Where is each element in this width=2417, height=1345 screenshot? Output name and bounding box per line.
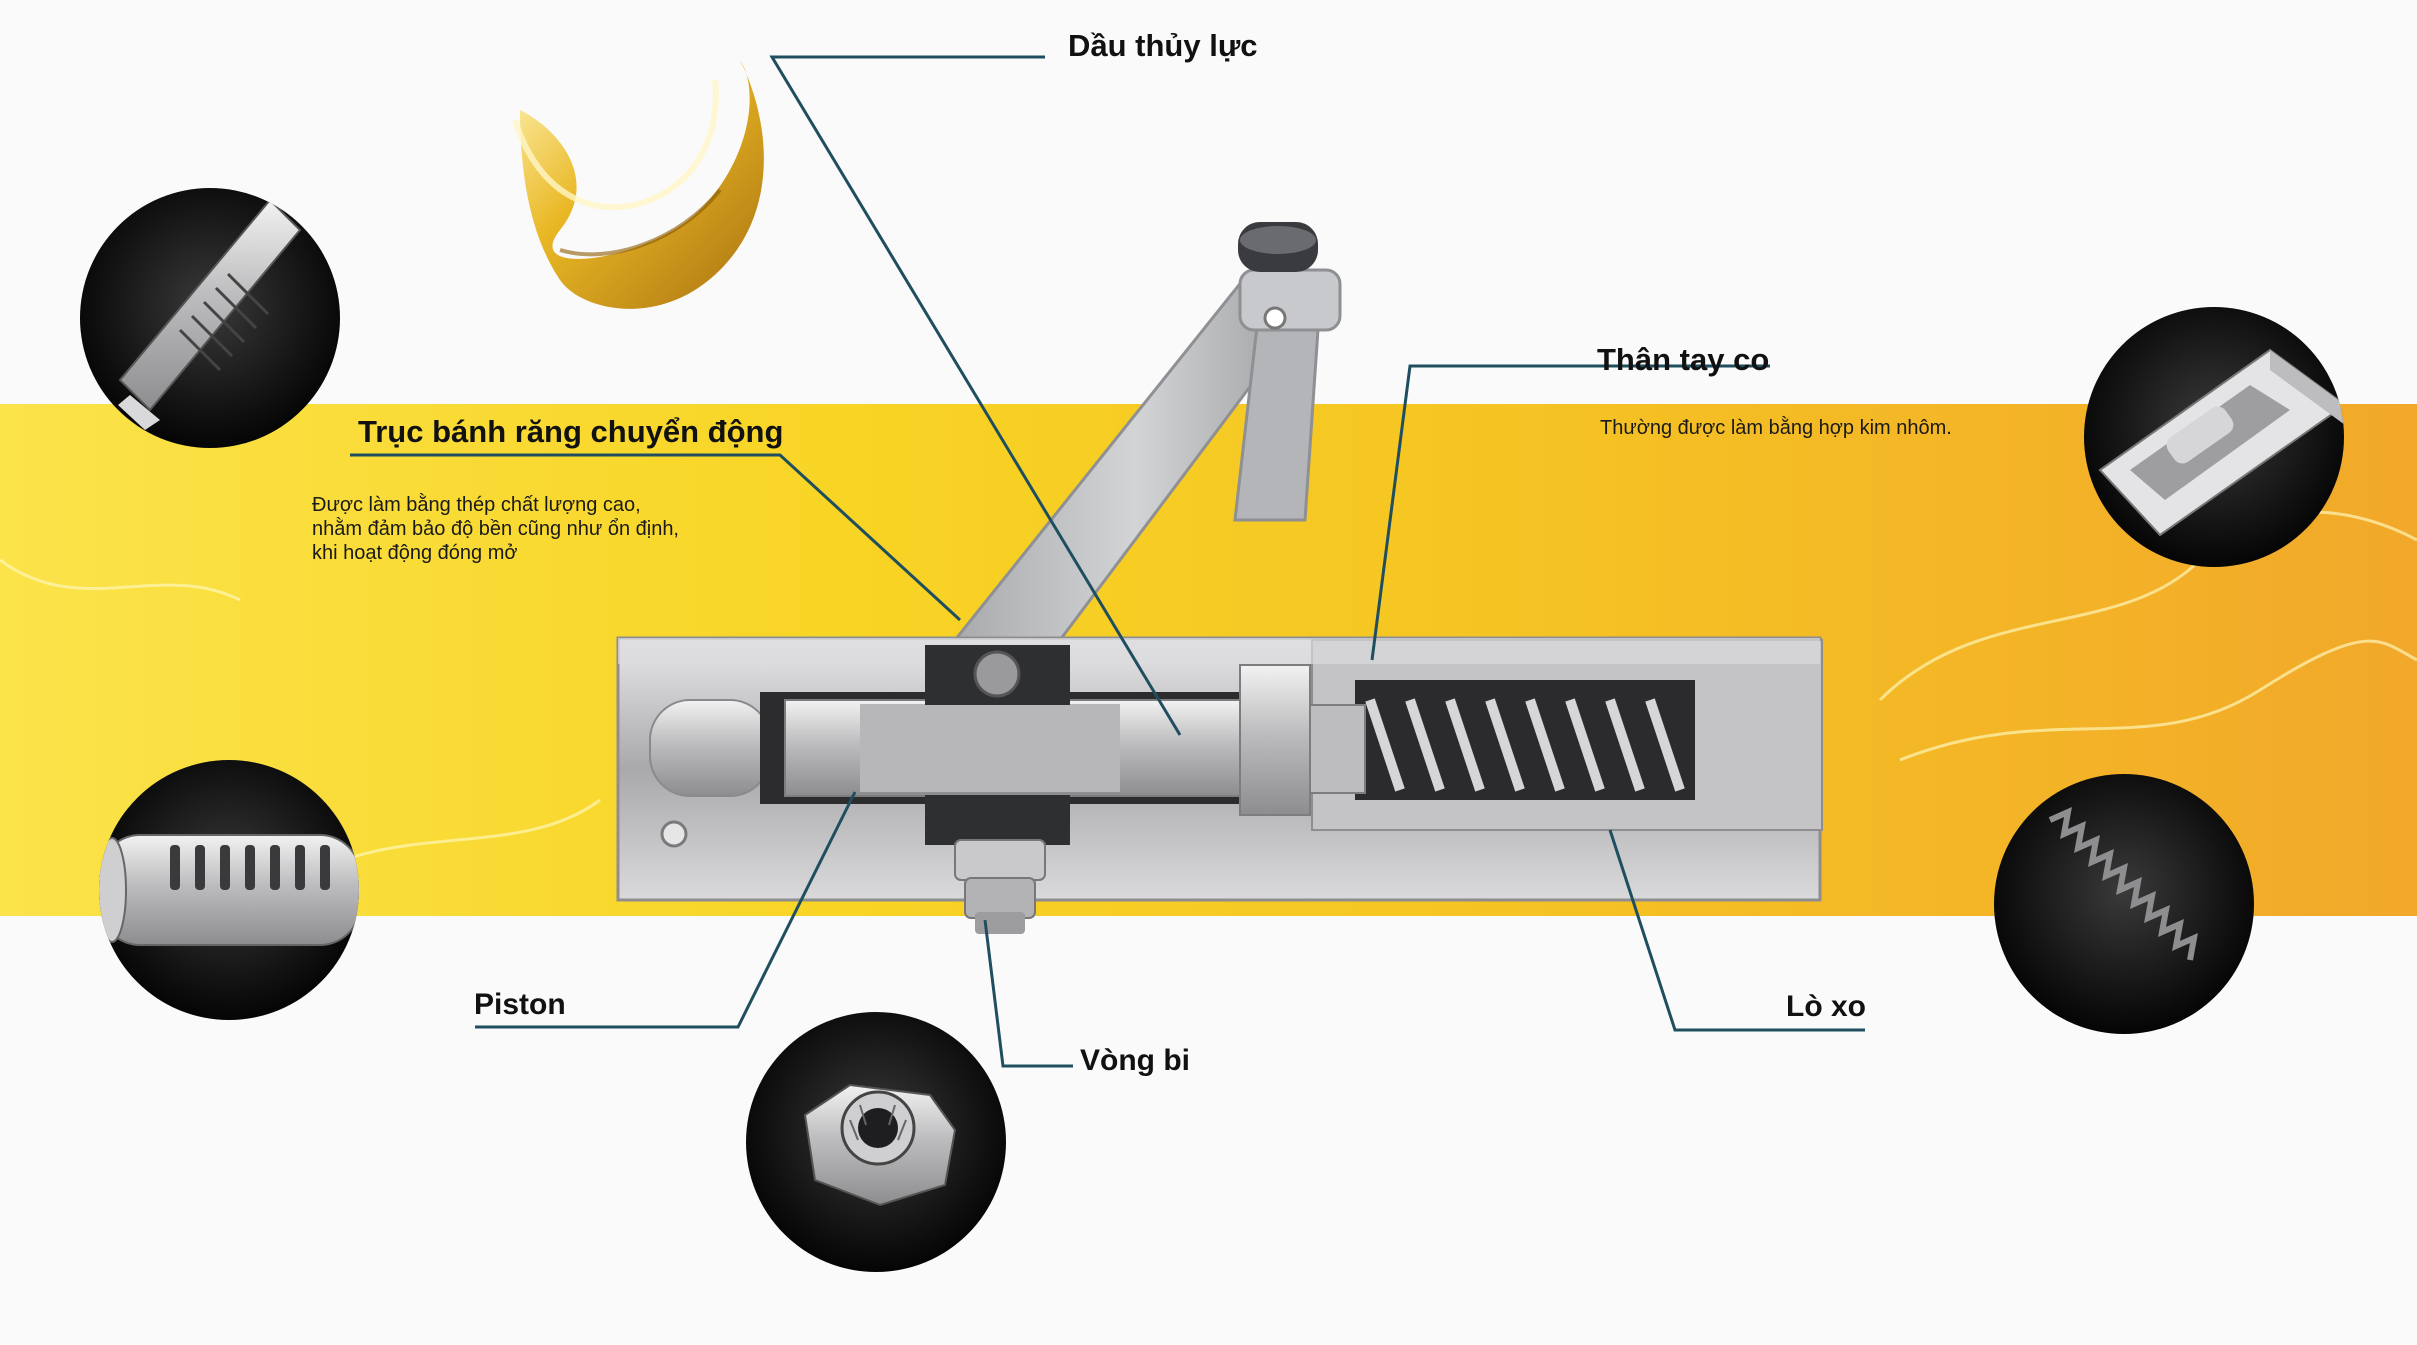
gear-shaft-desc-line-2: nhằm đảm bảo độ bền cũng như ổn định, <box>312 518 679 540</box>
housing-icon <box>2084 307 2344 567</box>
leader-gear-shaft <box>770 453 962 622</box>
label-hydraulic-oil: Dầu thủy lực <box>1068 28 1258 63</box>
leader-arm-body <box>1370 364 1538 661</box>
oil-splash-icon <box>512 60 764 309</box>
spring-icon <box>1994 774 2254 1034</box>
leader-lines <box>475 55 1865 1068</box>
gear-shaft-desc-line-3: khi hoạt động đóng mở <box>312 542 518 564</box>
leader-piston <box>475 791 857 1029</box>
arm-body-description: Thường được làm bằng hợp kim nhôm. <box>1600 417 1952 439</box>
bearing-icon <box>746 1012 1006 1272</box>
label-bearing: Vòng bi <box>1080 1044 1190 1077</box>
label-gear-shaft: Trục bánh răng chuyển động <box>358 414 784 449</box>
leader-bearing <box>983 919 1073 1068</box>
gear-shaft-icon <box>80 188 340 448</box>
spring-coils <box>1365 698 1685 792</box>
label-arm-body: Thân tay co <box>1597 342 1770 377</box>
gear-shaft-description: Được làm bằng thép chất lượng cao, nhằm … <box>312 493 679 565</box>
gear-shaft-desc-line-1: Được làm bằng thép chất lượng cao, <box>312 494 641 516</box>
label-piston: Piston <box>474 988 566 1021</box>
label-spring: Lò xo <box>1786 990 1866 1023</box>
leader-hydraulic-oil <box>769 55 1182 736</box>
closer-housing <box>616 636 1823 934</box>
closer-arm <box>951 222 1342 642</box>
label-underlines <box>350 364 1865 1032</box>
piston-icon <box>99 760 359 1020</box>
